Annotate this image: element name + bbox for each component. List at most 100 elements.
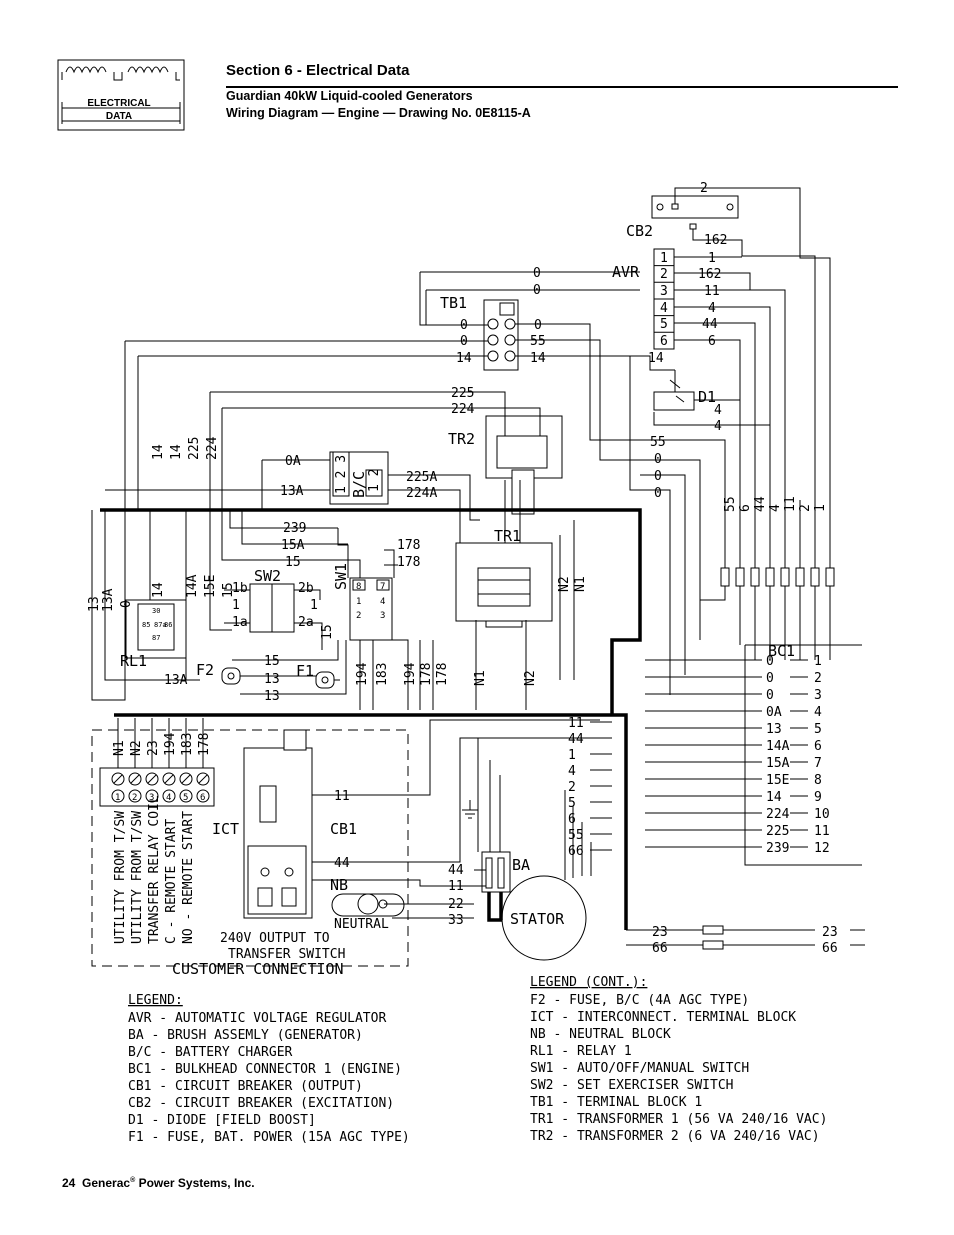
avr-14-wire: 14 [648, 351, 664, 366]
nb-label: NB [330, 876, 348, 894]
company-suffix: Power Systems, Inc. [135, 1176, 255, 1190]
left-harness-labels: 14 14 225 224 [91, 341, 223, 701]
bc1-pin: 8 [814, 773, 822, 788]
wire-label: N2 [557, 576, 572, 592]
wire-label: 11 [334, 789, 350, 804]
avr-wire: 44 [702, 317, 718, 332]
legend-item: B/C - BATTERY CHARGER [128, 1045, 293, 1060]
wire-label: 239 [283, 521, 306, 536]
legend-left: LEGEND: AVR - AUTOMATIC VOLTAGE REGULATO… [128, 993, 410, 1145]
engine-harness [100, 508, 642, 715]
ict-screw-slot [164, 774, 174, 784]
rl1-label: RL1 [120, 652, 147, 670]
bottom-vertical-labels: 15 194 183 194 178 178 N1 N2 [320, 620, 538, 710]
legend-item: CB1 - CIRCUIT BREAKER (OUTPUT) [128, 1079, 363, 1094]
wire-label: 15 [221, 582, 236, 598]
bc1-left-wire: 13 [766, 722, 782, 737]
icon-text-1: ELECTRICAL [87, 98, 150, 109]
tr2-wire: 225 [451, 386, 474, 401]
tb1-wire: 0 [533, 266, 541, 281]
ict-pin: 4 [166, 793, 171, 803]
header-rule [226, 86, 898, 88]
nb-neutral-block: NB NEUTRAL 22 33 [330, 876, 474, 932]
wire-label: 55 [650, 435, 666, 450]
wire-label: 44 [334, 856, 350, 871]
ict-pin-circle [162, 789, 176, 803]
wire-label: 2 [798, 504, 813, 512]
bc-pins: 1 2 3 [334, 455, 349, 494]
sw1-pin: 2 [356, 611, 361, 621]
wire-label: 4 [768, 504, 783, 512]
ict-pin: 2 [132, 793, 137, 803]
avr-pin: 1 [660, 251, 668, 266]
tb1-wire: 0 [460, 318, 468, 333]
avr-wire: 11 [704, 284, 720, 299]
wire-label: 0 [654, 469, 662, 484]
output-leads: 23 66 23 66 [626, 925, 865, 956]
bc1-left-wire: 0 [766, 671, 774, 686]
wire-label: 194 [403, 662, 418, 686]
sw2-pin: 1b [232, 581, 248, 596]
bc1-left-wire: 14 [766, 790, 782, 805]
tb1-wire: 14 [530, 351, 546, 366]
bc1-left-wire: 224 [766, 807, 790, 822]
avr-pin: 5 [660, 317, 668, 332]
legend-item: BA - BRUSH ASSEMLY (GENERATOR) [128, 1028, 363, 1043]
wire-label: 224A [406, 486, 437, 501]
wire-label: 15A [281, 538, 305, 553]
ict-screw-slot [198, 774, 208, 784]
sw1-pin: 7 [380, 582, 385, 592]
wire-label: 13 [87, 596, 102, 612]
ict-screw [145, 772, 159, 786]
legend-item: F2 - FUSE, B/C (4A AGC TYPE) [530, 993, 749, 1008]
battery-charger: 1 2 3 1 2 B/C 0A 13A 225A 224A [105, 451, 480, 560]
wire-label: 225 [187, 437, 202, 460]
ict-description: TRANSFER RELAY COIL [147, 795, 162, 944]
stator-wire: 66 [568, 844, 584, 859]
switch-feed-wires: 239 15A 15 [209, 510, 348, 631]
ict-pin: 5 [183, 793, 188, 803]
neutral-label: NEUTRAL [334, 917, 389, 932]
bc1-pin: 4 [814, 705, 822, 720]
stator-wire: 44 [568, 732, 584, 747]
bc1-left-wire: 0 [766, 654, 774, 669]
cb2-breaker: 2 162 CB2 [626, 181, 831, 500]
wire-label: 13 [264, 689, 280, 704]
wire-label: 66 [652, 941, 668, 956]
legend-item: D1 - DIODE [FIELD BOOST] [128, 1113, 316, 1128]
ict-pin-circle [128, 789, 142, 803]
wire-label: 15 [320, 624, 335, 640]
legend-item: TR1 - TRANSFORMER 1 (56 VA 240/16 VAC) [530, 1112, 827, 1127]
legend-item: NB - NEUTRAL BLOCK [530, 1027, 671, 1042]
sw1-auto-off-manual: 8 7 1 4 2 3 SW1 178 178 [332, 528, 434, 710]
wire-label: 13A [101, 588, 116, 612]
ict-description: UTILITY FROM T/SW [113, 811, 128, 944]
ict-pin-circle [111, 789, 125, 803]
icon-text-2: DATA [106, 111, 132, 122]
sw2-pin: 1 [310, 598, 318, 613]
legend-item: ICT - INTERCONNECT. TERMINAL BLOCK [530, 1010, 796, 1025]
cb2-label: CB2 [626, 222, 653, 240]
wire-label: 33 [448, 913, 464, 928]
bc1-pin: 2 [814, 671, 822, 686]
ict-screw [111, 772, 125, 786]
wire-label: 183 [375, 663, 390, 686]
drawing-title: Wiring Diagram — Engine — Drawing No. 0E… [226, 106, 531, 120]
d1-diode: D1 4 4 [653, 370, 770, 500]
bc1-pin: 6 [814, 739, 822, 754]
tb1-terminal-block: TB1 0 0 0 0 14 0 55 14 14 [125, 266, 675, 491]
ict-pin-circle [145, 789, 159, 803]
wire-label: N2 [523, 670, 538, 686]
tb1-label: TB1 [440, 294, 467, 312]
ict-pin-circle [196, 789, 210, 803]
tb1-wire: 0 [533, 283, 541, 298]
bc1-pin: 9 [814, 790, 822, 805]
avr-wire: 162 [698, 267, 721, 282]
ict-screw-slot [113, 774, 123, 784]
sw1-label: SW1 [332, 563, 350, 590]
tb1-wire: 0 [460, 334, 468, 349]
sw1-pin: 3 [380, 611, 385, 621]
wire-label: 15 [264, 654, 280, 669]
